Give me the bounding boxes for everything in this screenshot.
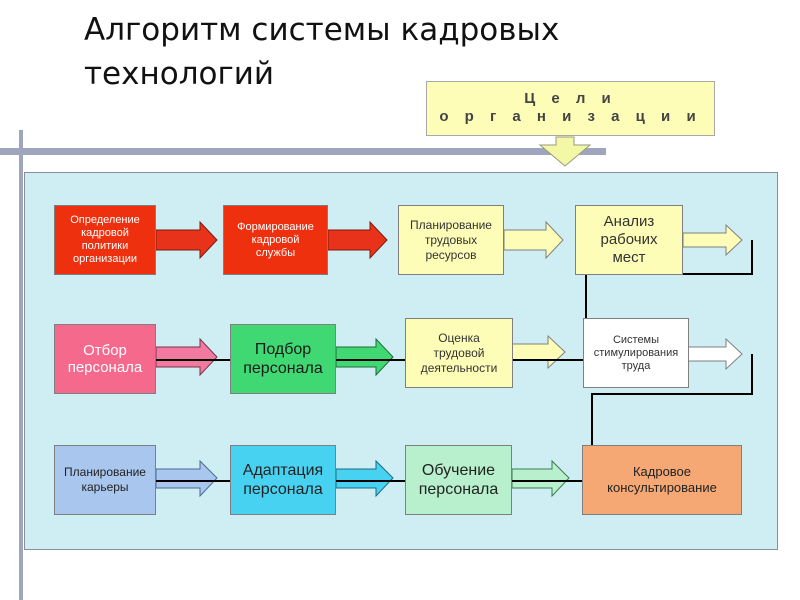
box-text: деятельности [420, 360, 498, 375]
page-title: Алгоритм системы кадровых технологий [84, 8, 684, 96]
box-text: карьеры [81, 480, 129, 494]
box-text: Определение [70, 214, 140, 226]
box-text: консультирование [607, 480, 717, 495]
arrow-r1-3 [503, 220, 564, 260]
box-text: рабочих [600, 231, 658, 248]
box-career-planning: Планирование карьеры [54, 445, 156, 515]
box-text: Формирование [237, 220, 314, 233]
box-text: кадровой [81, 227, 129, 239]
box-text: стимулирования [593, 346, 679, 359]
box-text: персонала [418, 481, 499, 498]
box-workplace-analysis: Анализ рабочих мест [575, 205, 683, 275]
decorative-horizontal-bar [0, 148, 606, 155]
arrow-r1-2 [327, 220, 388, 260]
title-line-1: Алгоритм системы кадровых [84, 12, 560, 48]
box-staff-adaptation: Адаптация персонала [230, 445, 336, 515]
arrow-r2-3 [507, 334, 566, 370]
box-text: трудовой [433, 345, 485, 360]
arrow-r3-2 [335, 459, 394, 498]
box-staff-recruitment: Подбор персонала [230, 324, 336, 394]
arrow-r1-4 [682, 223, 743, 257]
box-text: службы [255, 246, 296, 259]
box-text: ресурсов [425, 247, 477, 262]
box-text: персонала [67, 359, 143, 376]
arrow-r2-2 [335, 337, 394, 377]
box-personnel-policy: Определение кадровой политики организаци… [54, 205, 156, 275]
box-text: труда [621, 359, 651, 372]
box-text: Планирование [410, 217, 492, 232]
box-hr-service: Формирование кадровой службы [223, 205, 328, 275]
box-text: Анализ [603, 213, 655, 230]
box-text: организации [72, 253, 138, 265]
box-text: Оценка [438, 330, 480, 345]
box-performance-evaluation: Оценка трудовой деятельности [405, 318, 513, 388]
box-hr-consulting: Кадровое консультирование [582, 445, 742, 515]
box-text: Системы [612, 333, 660, 346]
arrow-r2-4 [682, 337, 743, 371]
box-text: Отбор [83, 342, 127, 359]
box-text: Планирование [64, 465, 146, 479]
box-text: персонала [243, 360, 323, 377]
box-incentive-systems: Системы стимулирования труда [583, 318, 689, 388]
arrow-r2-1 [155, 337, 218, 377]
box-text: политики [81, 240, 129, 252]
goal-down-arrow [538, 136, 592, 167]
box-text: персонала [243, 481, 323, 498]
box-text: трудовых [424, 232, 478, 247]
goal-line-2: о р г а н и з а ц и и [439, 108, 702, 125]
organization-goals-box: Ц е л и о р г а н и з а ц и и [426, 81, 715, 136]
box-text: кадровой [251, 233, 300, 246]
box-text: Обучение [421, 462, 496, 479]
goal-line-1: Ц е л и [524, 90, 617, 107]
box-staff-training: Обучение персонала [405, 445, 512, 515]
decorative-vertical-bar [19, 130, 23, 600]
box-text: Кадровое [632, 464, 692, 479]
box-staff-selection: Отбор персонала [54, 324, 156, 394]
title-line-2: технологий [84, 56, 275, 92]
arrow-r3-3 [511, 459, 570, 498]
arrow-r1-1 [155, 220, 218, 260]
box-text: Подбор [254, 341, 312, 358]
box-workforce-planning: Планирование трудовых ресурсов [398, 205, 504, 275]
box-text: мест [612, 249, 646, 266]
box-text: Адаптация [242, 462, 324, 479]
arrow-r3-1 [155, 459, 218, 498]
